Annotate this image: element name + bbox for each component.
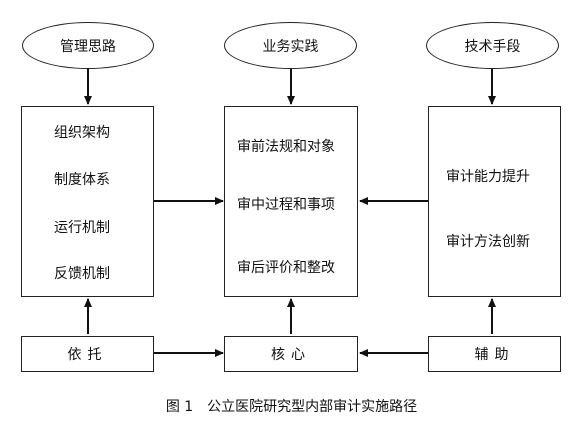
- ellipse-label: 业务实践: [262, 38, 319, 55]
- business-practice-box: 审前法规和对象 审中过程和事项 审后评价和整改: [224, 106, 358, 297]
- management-thinking-ellipse: 管理思路: [22, 22, 154, 69]
- support-box: 依托: [21, 336, 154, 372]
- ellipse-label: 管理思路: [60, 38, 116, 55]
- ellipse-label: 技术手段: [464, 38, 521, 55]
- business-practice-ellipse: 业务实践: [224, 22, 357, 69]
- management-item: 反馈机制: [54, 266, 110, 282]
- management-item: 制度体系: [54, 172, 110, 188]
- core-box: 核心: [224, 336, 358, 372]
- management-item: 运行机制: [54, 220, 110, 236]
- support-label: 依托: [67, 347, 108, 363]
- figure-caption: 图 1 公立医院研究型内部审计实施路径: [165, 399, 418, 415]
- management-box: 组织架构 制度体系 运行机制 反馈机制: [21, 106, 154, 297]
- core-label: 核心: [271, 347, 311, 363]
- technical-item: 审计方法创新: [446, 234, 530, 250]
- auxiliary-label: 辅助: [474, 347, 515, 363]
- technical-box: 审计能力提升 审计方法创新: [428, 106, 561, 297]
- practice-item: 审中过程和事项: [237, 197, 335, 213]
- management-item: 组织架构: [54, 125, 110, 141]
- practice-item: 审后评价和整改: [237, 260, 335, 276]
- technical-item: 审计能力提升: [446, 169, 530, 185]
- auxiliary-box: 辅助: [428, 336, 561, 372]
- practice-item: 审前法规和对象: [237, 139, 335, 155]
- technical-means-ellipse: 技术手段: [426, 22, 559, 69]
